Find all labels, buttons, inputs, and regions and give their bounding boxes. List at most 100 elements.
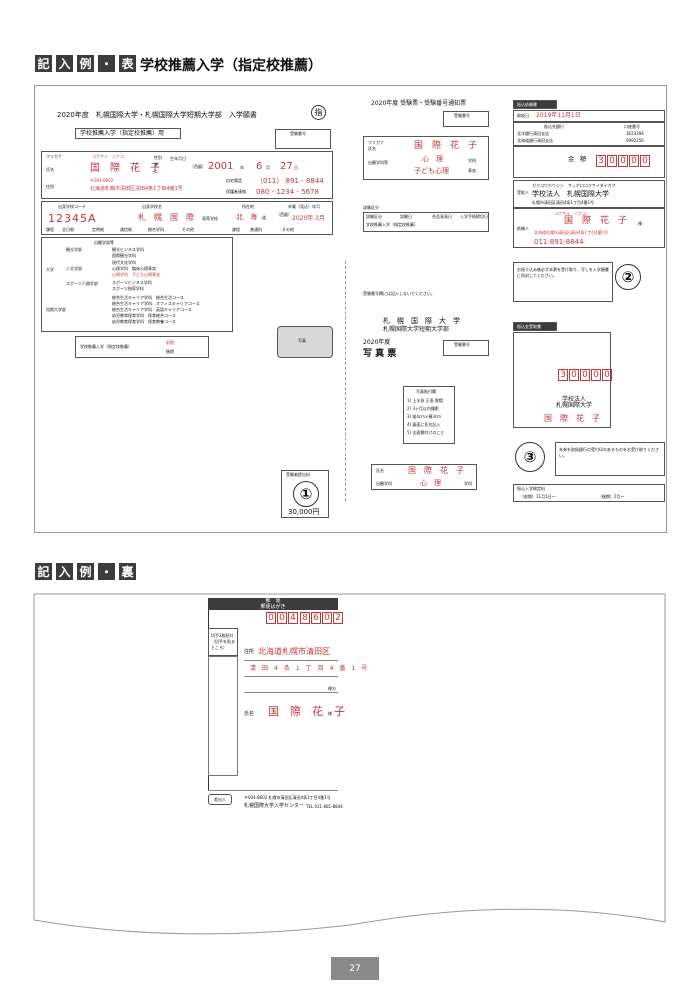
card-dept-label: 出願学科等 (368, 160, 388, 165)
faculty-junior-college: 短期大学部 (46, 307, 66, 312)
dob-year-unit: 年 (240, 165, 244, 170)
name-value: 国 際 花 子 (90, 163, 160, 174)
pay-bank-item[interactable]: 北洋銀行清田支店 (517, 131, 549, 136)
header-box: 入 (56, 55, 73, 72)
card-note: 受験番号欄には記入しないでください。 (363, 291, 435, 296)
sender-name: 札幌国際大学入学センター (244, 803, 305, 809)
mobile-label: 保護者連絡 (226, 189, 246, 194)
entry-option-late[interactable]: 後期 (166, 349, 174, 354)
header-box: 裏 (119, 563, 136, 580)
paste-title: 写真貼付欄 (416, 389, 436, 394)
exam-card-title: 2020年度 受験票・受験番号通知票 (371, 100, 467, 107)
photo-card-title: 写 真 票 (363, 349, 397, 359)
dept-item[interactable]: 総合生活キャリア学科 英語キャリアコース (112, 307, 192, 312)
stamp-note: 切手2枚貼付（切手を貼るところ） (211, 633, 235, 650)
pay-options-label: 振込入学検定料 (517, 486, 545, 491)
receipt-to: 学校法人 札幌国際大学 (556, 396, 593, 409)
dept-item[interactable]: スポーツ指導学科 (112, 286, 144, 291)
addr-line (244, 676, 338, 677)
dept-item[interactable]: 幼児教育保育学科 保育総合コース (112, 313, 176, 318)
school-code-label: 出身学校コード (58, 204, 86, 209)
dept-item-selected[interactable]: 心理学科 子ども心理専攻 (112, 272, 160, 277)
dept-item[interactable]: 幼児教育保育学科 保育教養コース (112, 319, 176, 324)
furigana-value: コクサイ ハナコ (92, 154, 124, 159)
exam-number-box: 受験番号 (275, 129, 331, 149)
sex-male[interactable]: 男 (154, 162, 158, 167)
application-type: 学校推薦入学（指定校推薦）用 (75, 128, 181, 139)
header-box: 記 (35, 55, 52, 72)
pay-recipient-name: 学校法人 札幌国際大学 (532, 190, 609, 198)
school-code-value: 12345A (48, 212, 97, 225)
course-label: 課程 (46, 227, 54, 232)
schedule-row: 学校推薦入学（指定校推薦） (366, 222, 418, 227)
pay-acct-label: 口座番号 (624, 124, 640, 129)
pay-acct-2: 0992256 (626, 138, 644, 143)
designated-badge: 指 (311, 105, 326, 120)
paste-item: 1) 上半身 正面 脱帽 (407, 398, 443, 403)
era: （西暦） (190, 164, 206, 169)
stamp-area: 切手2枚貼付（切手を貼るところ） (208, 628, 238, 656)
course2-option[interactable]: その他 (282, 227, 294, 232)
school-section: 出身学校コード 12345A 出身学校名 札 幌 国 際 高等学校 所在地 北 … (41, 201, 333, 235)
back-name: 国 際 花 子 (268, 705, 345, 718)
dept-item[interactable]: 現代文化学科 (112, 260, 136, 265)
exam-number-label: 受験番号 (290, 131, 306, 136)
dob-month: 6 (256, 161, 263, 172)
pay-amount-digit: 0 (640, 155, 650, 167)
pay-bank-label: 振込先銀行 (544, 124, 564, 129)
dept-item[interactable]: 国際観光学科 (112, 253, 136, 258)
card-furigana-label: フリガナ (368, 140, 384, 145)
pay-options: 振込入学検定料 （前期）11月1日〜 （後期）2月〜 (513, 484, 665, 502)
pay-amount-digit: 0 (618, 155, 628, 167)
pay-option[interactable]: （後期）2月〜 (598, 494, 625, 499)
pay-payer-suffix: 様 (638, 221, 642, 226)
tel-value: （011） 891 - 8844 (256, 177, 324, 185)
header-box: 記 (35, 563, 52, 580)
photo-card-dept-suffix: 学科 (464, 481, 472, 486)
course-option[interactable]: 総合学科 (148, 227, 164, 232)
furigana-label: フリガナ (46, 154, 62, 159)
course-option[interactable]: その他 (182, 227, 194, 232)
pay-amount-digit: 0 (607, 155, 617, 167)
dept-item[interactable]: 心理学科 臨床心理専攻 (112, 266, 156, 271)
paste-item: 3) 縦4cm×横3cm (407, 414, 442, 419)
grad-era: （西暦） (276, 212, 292, 217)
card-major-value: 子ども心理 (414, 167, 449, 175)
receipt-digit: 0 (580, 369, 590, 381)
dept-item[interactable]: 総合生活キャリア学科 総合生活コース (112, 295, 184, 300)
envelope-blank (208, 656, 238, 776)
photo-card-univ: 札 幌 国 際 大 学 (383, 317, 460, 325)
pref-suffix: 道 (262, 215, 266, 220)
photo-card-name: 国 際 花 子 (408, 466, 464, 475)
dob-day-unit: 日 (294, 165, 298, 170)
stamp-number-1: ① (293, 481, 319, 507)
photo-label: 写真 (298, 338, 306, 343)
pay-slip-label: 振込依頼書 (513, 100, 557, 109)
course-option[interactable]: 通信制 (120, 227, 132, 232)
school-suffix: 高等学校 (202, 216, 218, 221)
header-box: ・ (98, 55, 115, 72)
dept-item[interactable]: 総合生活キャリア学科 オフィスキャリアコース (112, 301, 200, 306)
pay-amount-digit: 3 (596, 155, 606, 167)
zip-value: 〒004-8602 (90, 178, 114, 183)
receipt: 3 0 0 0 0 学校法人 札幌国際大学 国 際 花 子 (513, 332, 612, 428)
pay-payer-name: 国 際 花 子 (564, 216, 628, 226)
card-applicant: フリガナ 氏名 国 際 花 子 出願学科等 心 理 学科 子ども心理 専攻 (363, 136, 489, 180)
pay-option[interactable]: （前期）11月1日〜 (520, 494, 556, 499)
pay-bank-item[interactable]: 北海道銀行清田支店 (517, 138, 553, 143)
grad-label: 卒業（見込）年月 (288, 204, 320, 209)
dept-item[interactable]: スポーツビジネス学科 (112, 280, 152, 285)
dept-item[interactable]: 観光ビジネス学科 (112, 247, 144, 252)
entry-option-early[interactable]: 前期 (166, 340, 174, 345)
schedule-col: 入学手続締切日 (460, 214, 488, 219)
receipt-name: 国 際 花 子 (544, 414, 600, 423)
course-option[interactable]: 全日制 (62, 227, 74, 232)
course2-option[interactable]: 普通科 (250, 227, 262, 232)
pay-amount-digit: 0 (629, 155, 639, 167)
applicant-section: フリガナ コクサイ ハナコ 氏名 国 際 花 子 性別 男 女 生年月日 （西暦… (41, 151, 333, 199)
fee-stamp-label: 受験者提出料 (286, 472, 310, 477)
course-option[interactable]: 定時制 (92, 227, 104, 232)
sex-female[interactable]: 女 (154, 169, 158, 174)
pay-bank: 振込先銀行 北洋銀行清田支店 北海道銀行清田支店 口座番号 3623394 09… (513, 122, 665, 146)
receipt-digit: 0 (602, 369, 612, 381)
